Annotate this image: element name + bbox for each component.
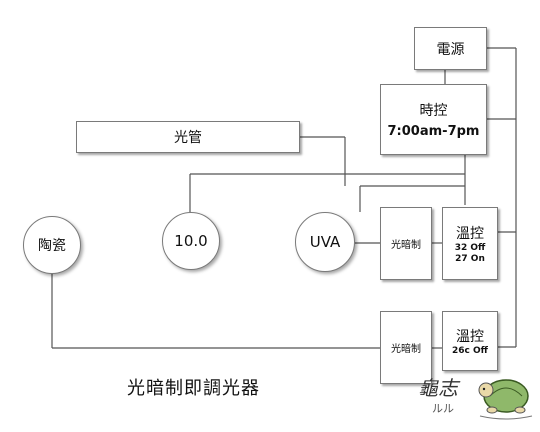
lamp-ceramic: 陶瓷 xyxy=(23,216,81,274)
lamp-ceramic-label: 陶瓷 xyxy=(38,238,66,254)
lamp-uva: UVA xyxy=(295,212,355,272)
thermostat-upper-box: 溫控 32 Off 27 On xyxy=(442,207,498,280)
turtle-signature: 龜志 ルル xyxy=(418,366,538,426)
turtle-icon xyxy=(478,379,533,420)
timer-schedule: 7:00am-7pm xyxy=(387,124,480,139)
lamp-uvb-label: 10.0 xyxy=(174,232,208,250)
diagram-caption: 光暗制即調光器 xyxy=(127,378,260,399)
thermostat-lower-off: 26c Off xyxy=(452,345,488,356)
lamp-uvb-10: 10.0 xyxy=(162,212,220,270)
dimmer-lower-box: 光暗制 xyxy=(380,311,432,384)
signature-subtext: ルル xyxy=(432,402,454,415)
timer-label: 時控 xyxy=(419,103,448,119)
signature-text: 龜志 xyxy=(418,376,458,400)
dimmer-upper-box: 光暗制 xyxy=(380,207,432,280)
tube-box: 光管 xyxy=(76,121,300,153)
thermostat-lower-label: 溫控 xyxy=(456,328,484,345)
dimmer-upper-label: 光暗制 xyxy=(391,240,421,251)
timer-box: 時控 7:00am-7pm xyxy=(380,84,487,155)
thermostat-upper-label: 溫控 xyxy=(456,225,484,242)
tube-label: 光管 xyxy=(174,130,202,146)
thermostat-upper-on: 27 On xyxy=(455,253,485,264)
thermostat-upper-off: 32 Off xyxy=(454,242,486,253)
dimmer-lower-label: 光暗制 xyxy=(391,344,421,355)
power-box: 電源 xyxy=(414,27,487,70)
lamp-uva-label: UVA xyxy=(309,233,341,251)
thermostat-lower-box: 溫控 26c Off xyxy=(442,311,498,371)
power-label: 電源 xyxy=(436,41,465,58)
